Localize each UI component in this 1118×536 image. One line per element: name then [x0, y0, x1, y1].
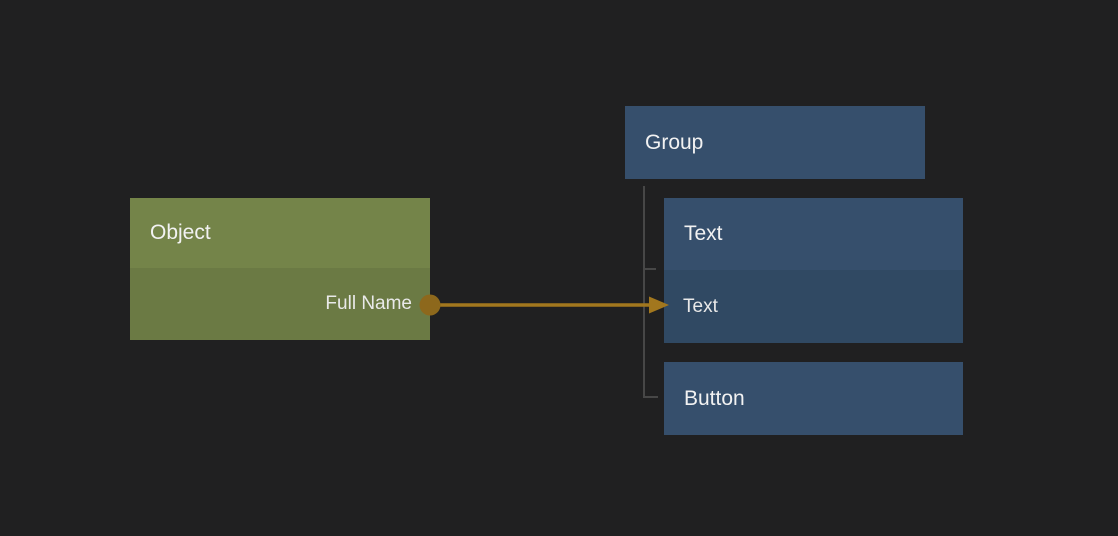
binding-wire[interactable]: [414, 284, 676, 326]
text-property-row[interactable]: Text: [664, 270, 963, 343]
text-node-title: Text: [664, 198, 963, 270]
tree-connector-elbow-button-node: [643, 396, 658, 398]
wire-arrowhead-icon: [649, 296, 669, 314]
tree-connector-vertical-line: [643, 186, 645, 398]
text-node[interactable]: Text Text: [664, 198, 963, 343]
button-node-title: Button: [684, 386, 745, 410]
button-node[interactable]: Button: [664, 362, 963, 435]
object-property-full-name[interactable]: Full Name: [130, 268, 430, 340]
wire-start-dot[interactable]: [419, 294, 441, 316]
group-node-title: Group: [645, 130, 704, 154]
text-property-label: Text: [683, 295, 718, 317]
object-node-title: Object: [130, 198, 430, 268]
tree-connector-tick-text-node: [645, 268, 656, 270]
object-node[interactable]: Object Full Name: [130, 198, 430, 340]
object-property-label: Full Name: [325, 293, 412, 314]
group-node[interactable]: Group: [625, 106, 925, 179]
